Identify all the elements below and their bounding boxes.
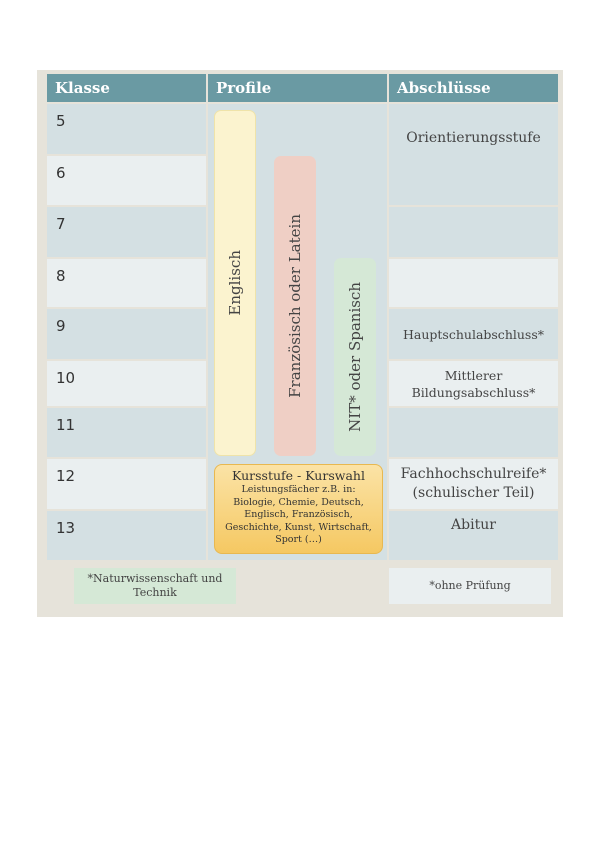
profile-franzoesisch-latein: Französisch oder Latein [274,156,316,456]
abschluss-row-7 [389,207,558,257]
abschluss-fachhochschulreife: Fachhochschulreife* (schulischer Teil) [389,459,558,509]
klasse-row-13: 13 [47,511,206,560]
profile-franzoesisch-latein-label: Französisch oder Latein [286,214,304,398]
abschluss-mittlerer: Mittlerer Bildungsabschluss* [389,361,558,406]
klasse-row-12: 12 [47,459,206,509]
klasse-row-5: 5 [47,104,206,154]
header-abschluesse: Abschlüsse [389,74,558,102]
header-klasse: Klasse [47,74,206,102]
klasse-row-11: 11 [47,408,206,457]
profile-englisch-label: Englisch [226,250,244,316]
footnote-ohne-pruefung: *ohne Prüfung [389,568,551,604]
klasse-row-8: 8 [47,259,206,307]
abschluss-abitur: Abitur [389,511,558,560]
abschluss-orientierungsstufe: Orientierungsstufe [389,104,558,205]
klasse-row-6: 6 [47,156,206,205]
profile-nwt-spanisch: NIT* oder Spanisch [334,258,376,456]
abschluss-row-11 [389,408,558,457]
kursstufe-title: Kursstufe - Kurswahl [232,468,365,483]
klasse-row-10: 10 [47,361,206,406]
abschluss-hauptschulabschluss: Hauptschulabschluss* [389,309,558,359]
profile-englisch: Englisch [214,110,256,456]
klasse-row-9: 9 [47,309,206,359]
kursstufe-body: Leistungsfächer z.B. in: Biologie, Chemi… [225,484,372,545]
abschluss-row-8 [389,259,558,307]
kursstufe-box: Kursstufe - Kurswahl Leistungsfächer z.B… [214,464,383,554]
klasse-row-7: 7 [47,207,206,257]
header-profile: Profile [208,74,387,102]
profile-nwt-spanisch-label: NIT* oder Spanisch [346,282,364,432]
school-overview-diagram: Klasse Profile Abschlüsse 5 6 7 8 9 10 1… [37,70,563,617]
footnote-naturwissenschaft: *Naturwissenschaft und Technik [74,568,236,604]
